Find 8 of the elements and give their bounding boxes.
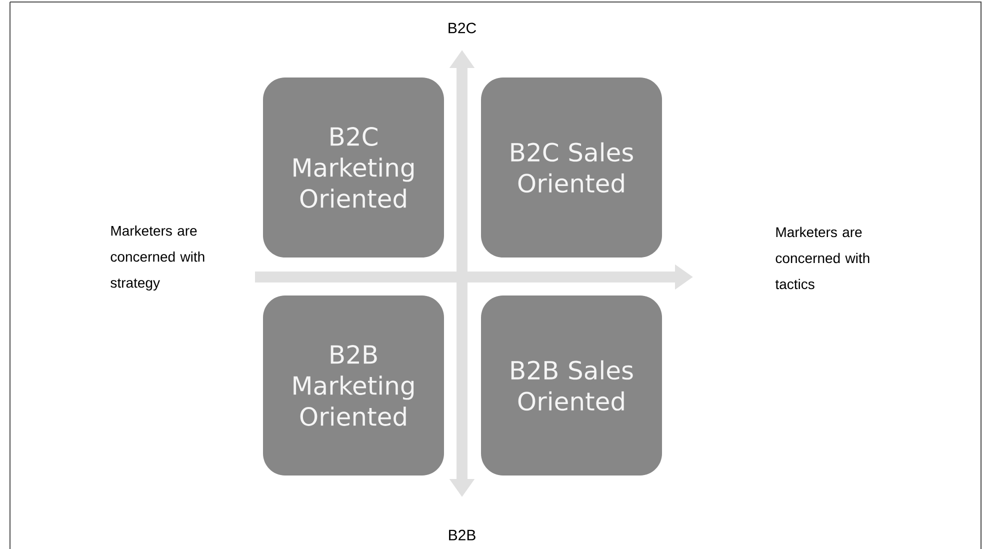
axis-end-label: Marketers are concerned with tactics: [775, 226, 870, 290]
axis-label: B2C: [448, 22, 476, 34]
quadrant-box: B2B Sales Oriented: [481, 296, 662, 476]
quadrant-box: B2C Marketing Oriented: [263, 78, 444, 258]
quadrant-box: B2B Marketing Oriented: [263, 296, 444, 476]
axis-end-label: Marketers are concerned with strategy: [110, 225, 204, 291]
quadrant-box: B2C Sales Oriented: [481, 78, 662, 258]
axis-label: B2B: [449, 530, 476, 540]
